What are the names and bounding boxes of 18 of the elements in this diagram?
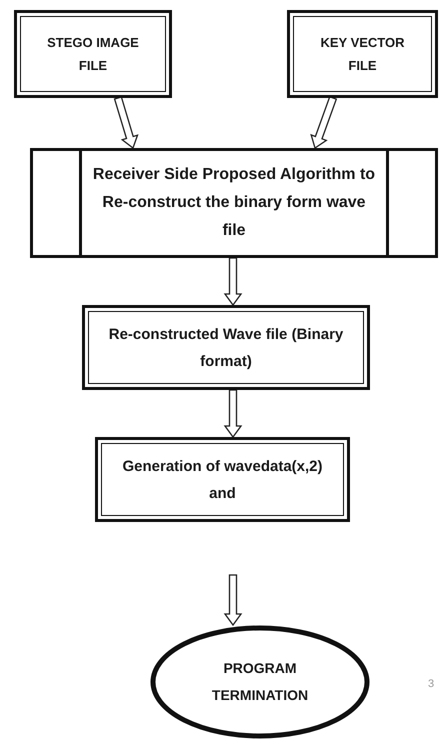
terminator-ellipse [150, 625, 370, 739]
node-text: KEY VECTOR FILE [319, 34, 406, 75]
hollow-arrow [224, 574, 242, 626]
node-text: STEGO IMAGE FILE [46, 34, 140, 75]
double-border-box [82, 305, 370, 390]
page-number: 3 [428, 677, 434, 692]
node-text: Generation of wavedata(x,2) and [121, 456, 324, 504]
double-border-box [14, 10, 172, 98]
double-border-box [95, 437, 350, 522]
node-text: PROGRAM TERMINATION [210, 659, 310, 705]
node-text: Re-constructed Wave file (Binary format) [108, 324, 344, 372]
double-border-box [287, 10, 438, 98]
hollow-arrow [224, 257, 242, 306]
hollow-arrow [224, 389, 242, 438]
hollow-arrow [114, 96, 139, 150]
process-box [30, 148, 438, 258]
node-text: Receiver Side Proposed Algorithm to Re-construct the binary form wave file [92, 165, 376, 241]
hollow-arrow [310, 96, 338, 150]
